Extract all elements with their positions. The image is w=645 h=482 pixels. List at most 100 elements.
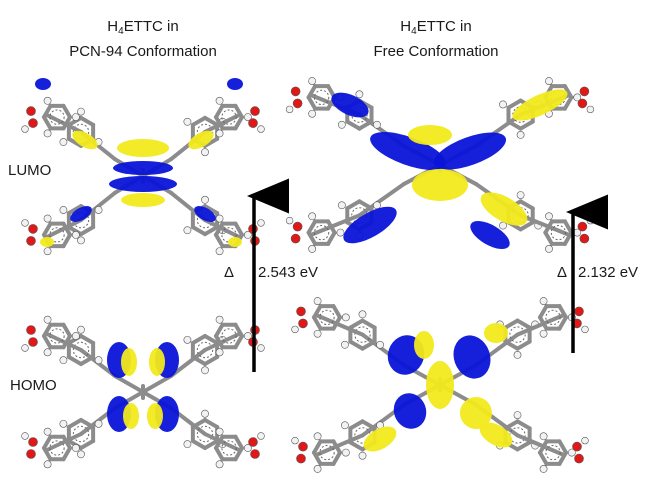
hydrogen-atom [355,90,364,99]
bond [515,440,532,452]
hydrogen-atom [43,214,52,223]
hydrogen-atom [341,448,350,457]
hydrogen-atom [573,93,582,102]
orbital-lobe [453,335,491,379]
bond [190,439,207,450]
bond [360,339,377,351]
bond [203,355,220,366]
bond [312,315,323,331]
bond [348,318,365,330]
bond [45,432,83,452]
orbital-lobe [363,426,397,452]
bond [543,219,554,235]
hydrogen-atom [215,315,224,324]
bond [357,182,406,218]
hydrogen-atom [308,77,317,85]
left-homo-molecule [21,315,265,469]
bond [61,322,72,338]
bond [562,95,574,111]
left-title-line2: PCN-94 Conformation [69,43,217,60]
bond [190,418,207,429]
oxygen-atom [290,233,301,244]
hydrogen-atom [59,206,68,214]
hydrogen-atom [21,344,29,352]
bond [515,313,565,337]
bond [557,304,568,320]
oxygen-atom [574,453,584,464]
bond [203,225,220,237]
hydrogen-atom [59,419,68,428]
bond [312,439,323,455]
aromatic-ring [49,109,65,125]
oxygen-atom [28,224,38,234]
orbital-lobe [113,161,173,175]
hydrogen-atom [215,460,224,469]
bond [515,339,532,351]
hydrogen-atom [21,219,29,227]
bond [348,440,365,452]
hydrogen-atom [243,332,252,340]
orbital-lobe [188,130,214,150]
hydrogen-atom [77,107,85,116]
bond [233,115,244,131]
hydrogen-atom [215,96,224,105]
bond [203,332,241,352]
bond [506,98,523,110]
orbital-lobe [117,139,169,157]
hydrogen-atom [243,230,252,239]
homo-label: HOMO [10,377,57,394]
bond [169,348,207,378]
orbital-lobe [123,403,139,429]
bond [538,439,549,455]
hydrogen-atom [71,332,80,340]
hydrogen-atom [336,228,345,237]
hydrogen-atom [545,212,553,221]
bond [190,115,207,127]
hydrogen-atom [183,440,192,449]
oxygen-atom [296,453,306,464]
bond [203,115,220,127]
hydrogen-atom [43,315,52,324]
right-homo-molecule [291,297,589,473]
aromatic-ring [49,328,65,344]
hydrogen-atom [59,138,68,146]
hydrogen-atom [77,325,85,334]
hydrogen-atom [215,214,224,223]
oxygen-atom [26,449,36,459]
aromatic-ring [509,326,526,343]
hydrogen-atom [71,113,80,121]
bond [306,230,318,246]
bond [61,103,72,120]
hydrogen-atom [539,432,548,441]
bond [190,355,207,366]
bond [538,315,549,331]
orbital-lobe [343,206,397,244]
orbital-lobe [35,78,51,90]
orbital-lobe [433,132,507,170]
bond [66,136,83,148]
bond [42,322,53,338]
orbital-lobe [460,397,492,429]
orbital-lobe [147,403,163,429]
bond [518,220,535,232]
hydrogen-atom [285,216,294,225]
bond [61,334,72,350]
hydrogen-atom [43,96,52,105]
bond [214,334,225,350]
oxygen-atom [292,221,303,232]
aromatic-ring [72,341,90,359]
oxygen-atom [28,337,38,347]
aromatic-ring [221,227,237,243]
oxygen-atom [579,233,590,244]
bond [214,434,225,450]
bond [518,199,535,211]
orbital-lobe [331,92,369,118]
oxygen-atom [28,118,38,128]
hydrogen-atom [77,450,85,459]
aromatic-ring [221,440,237,456]
hydrogen-atom [313,432,322,441]
bond [203,136,220,148]
oxygen-atom [577,221,588,232]
left-title-suffix: ETTC in [123,18,179,35]
hydrogen-atom [257,344,265,352]
